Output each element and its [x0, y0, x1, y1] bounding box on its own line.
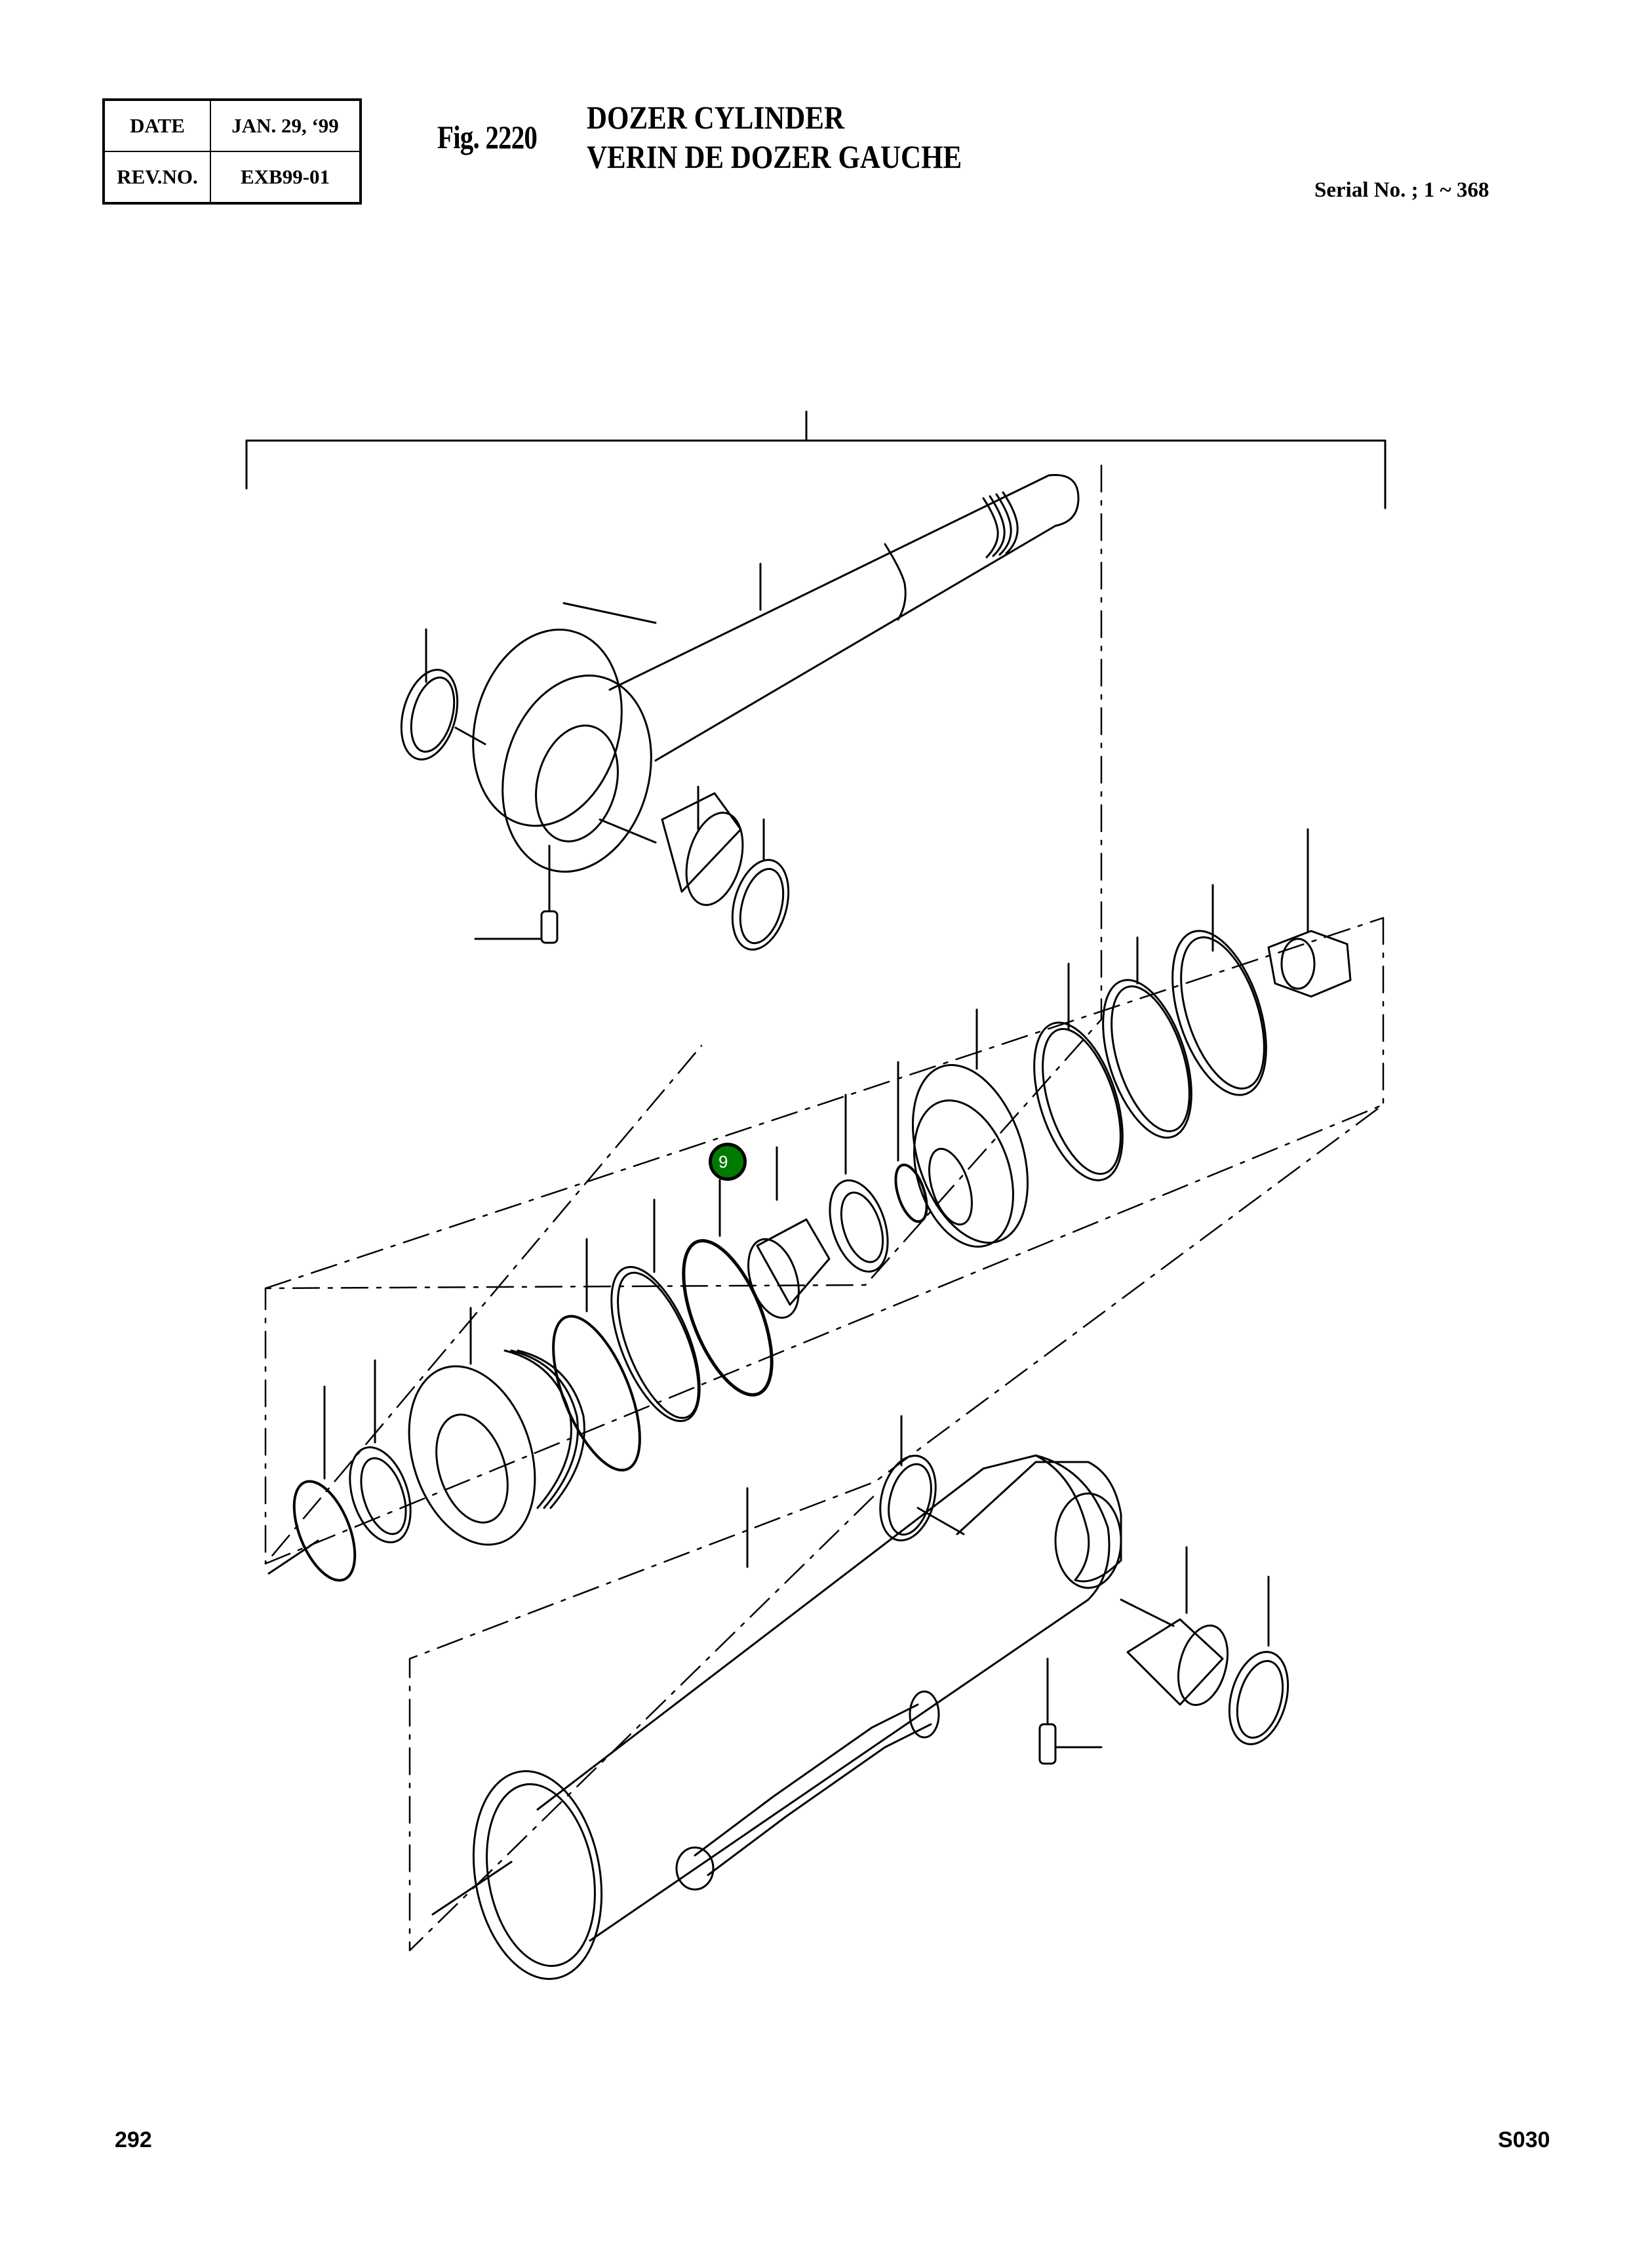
tube-end-seal	[1228, 1575, 1289, 1745]
grease-fitting-tube	[1038, 1657, 1103, 1765]
assembly-bracket	[245, 410, 1386, 509]
section-code: S030	[1498, 2127, 1550, 2152]
page-number: 292	[115, 2127, 152, 2152]
rod-dust-seal	[731, 818, 790, 951]
o-ring-highlighted	[682, 1179, 774, 1397]
piston	[911, 1008, 1029, 1248]
cushion-ring	[747, 1146, 831, 1319]
small-o-ring	[894, 1061, 928, 1223]
tube-dust-seal	[879, 1415, 965, 1542]
figure-title-english: DOZER CYLINDER	[587, 99, 845, 136]
clevis-eye	[956, 1461, 1122, 1589]
backup-ring	[610, 1198, 701, 1423]
dust-seal-left	[400, 628, 486, 761]
hydraulic-pipe	[675, 1690, 940, 1891]
piston-seal-rings	[1033, 884, 1267, 1181]
figure-number: Fig. 2220	[437, 119, 538, 155]
date-value: JAN. 29, ‘99	[210, 99, 361, 152]
revision-label: REV.NO.	[103, 151, 211, 204]
rod-cover-seal	[349, 1359, 412, 1544]
tube-bushing	[1120, 1546, 1229, 1707]
rod-bushing	[599, 785, 744, 906]
piston-rod	[608, 473, 1080, 762]
dashed-group-boundaries	[264, 464, 1385, 1952]
rod-cover	[408, 1307, 585, 1546]
cylinder-tube	[431, 1454, 1111, 1980]
spacer	[829, 1094, 889, 1273]
rod-cover-snap-ring	[267, 1385, 357, 1582]
revision-block: DATE JAN. 29, ‘99 REV.NO. EXB99-01	[102, 98, 362, 205]
date-label: DATE	[103, 99, 211, 152]
lock-nut	[1267, 828, 1352, 998]
serial-range: Serial No. ; 1 ~ 368	[1314, 178, 1489, 202]
rod-eye	[472, 602, 657, 873]
revision-value: EXB99-01	[210, 151, 361, 204]
callout-part-9[interactable]: 9	[709, 1143, 747, 1181]
figure-title-french: VERIN DE DOZER GAUCHE	[587, 138, 962, 175]
grease-fitting-rod	[474, 844, 559, 944]
